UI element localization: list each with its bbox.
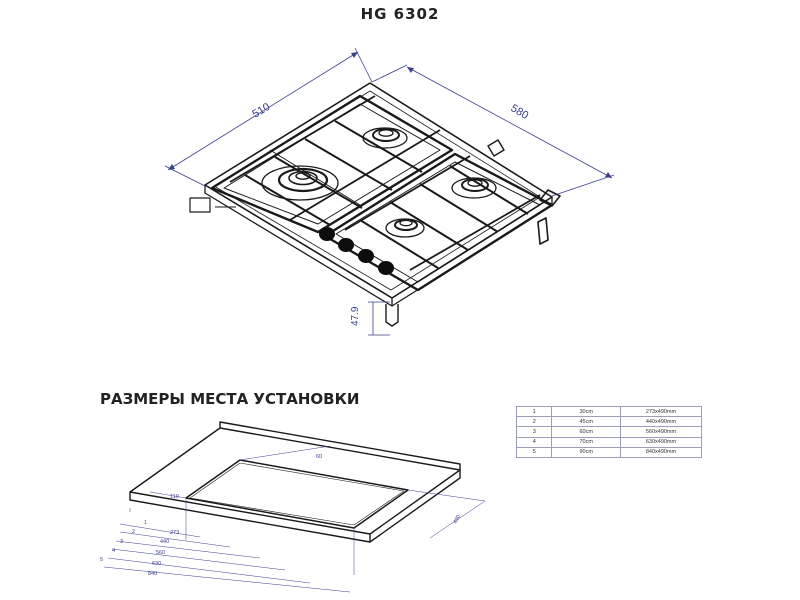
cutout-opening: [185, 459, 409, 529]
burner-large: [261, 165, 339, 201]
knob-3[interactable]: [358, 249, 374, 263]
table-row: 3 60cm 560x490mm: [515, 426, 703, 438]
label-110: 110: [170, 494, 179, 500]
width-560: 560: [156, 550, 165, 556]
index-5: 5: [100, 557, 103, 563]
table-row: 5 90cm 840x490mm: [515, 446, 703, 458]
index-1: 1: [144, 520, 147, 526]
control-knobs: [319, 227, 394, 275]
width-273: 273: [170, 530, 179, 536]
knob-4[interactable]: [378, 261, 394, 275]
hob-drawing: 510 580 47.9: [164, 47, 615, 336]
left-grate: [210, 94, 454, 234]
burner-rear-left: [362, 127, 408, 149]
knob-2[interactable]: [338, 238, 354, 252]
width-440: 440: [160, 539, 169, 545]
hob-side-front-left: [204, 185, 393, 307]
table-row: 1 30cm 273x490mm: [515, 405, 703, 418]
right-grate: [323, 152, 554, 292]
width-840: 840: [148, 571, 157, 577]
index-3: 3: [120, 539, 123, 545]
size-table: 1 30cm 273x490mm 2 45cm 440x490mm 3 60cm…: [515, 405, 703, 458]
width-dimension: 510: [250, 101, 272, 121]
width-630: 630: [152, 561, 161, 567]
index-2: 2: [132, 529, 135, 535]
table-row: 4 70cm 630x490mm: [515, 436, 703, 448]
knob-1[interactable]: [319, 227, 335, 241]
burner-small: [385, 218, 425, 238]
gas-connector: [487, 139, 561, 245]
burner-rear-right: [451, 177, 497, 199]
depth-dimension: 580: [508, 102, 530, 122]
table-row: 2 45cm 440x490mm: [515, 416, 703, 428]
installation-title: РАЗМЕРЫ МЕСТА УСТАНОВКИ: [100, 390, 360, 408]
index-4: 4: [112, 548, 115, 554]
height-dimension: 47.9: [350, 306, 361, 326]
cutout-drawing: 60 110 490 1 2 3 4 5 273 440 560 630 840: [100, 421, 486, 593]
label-60: 60: [316, 454, 322, 460]
label-490: 490: [453, 514, 463, 525]
page-title: HG 6302: [360, 5, 440, 23]
